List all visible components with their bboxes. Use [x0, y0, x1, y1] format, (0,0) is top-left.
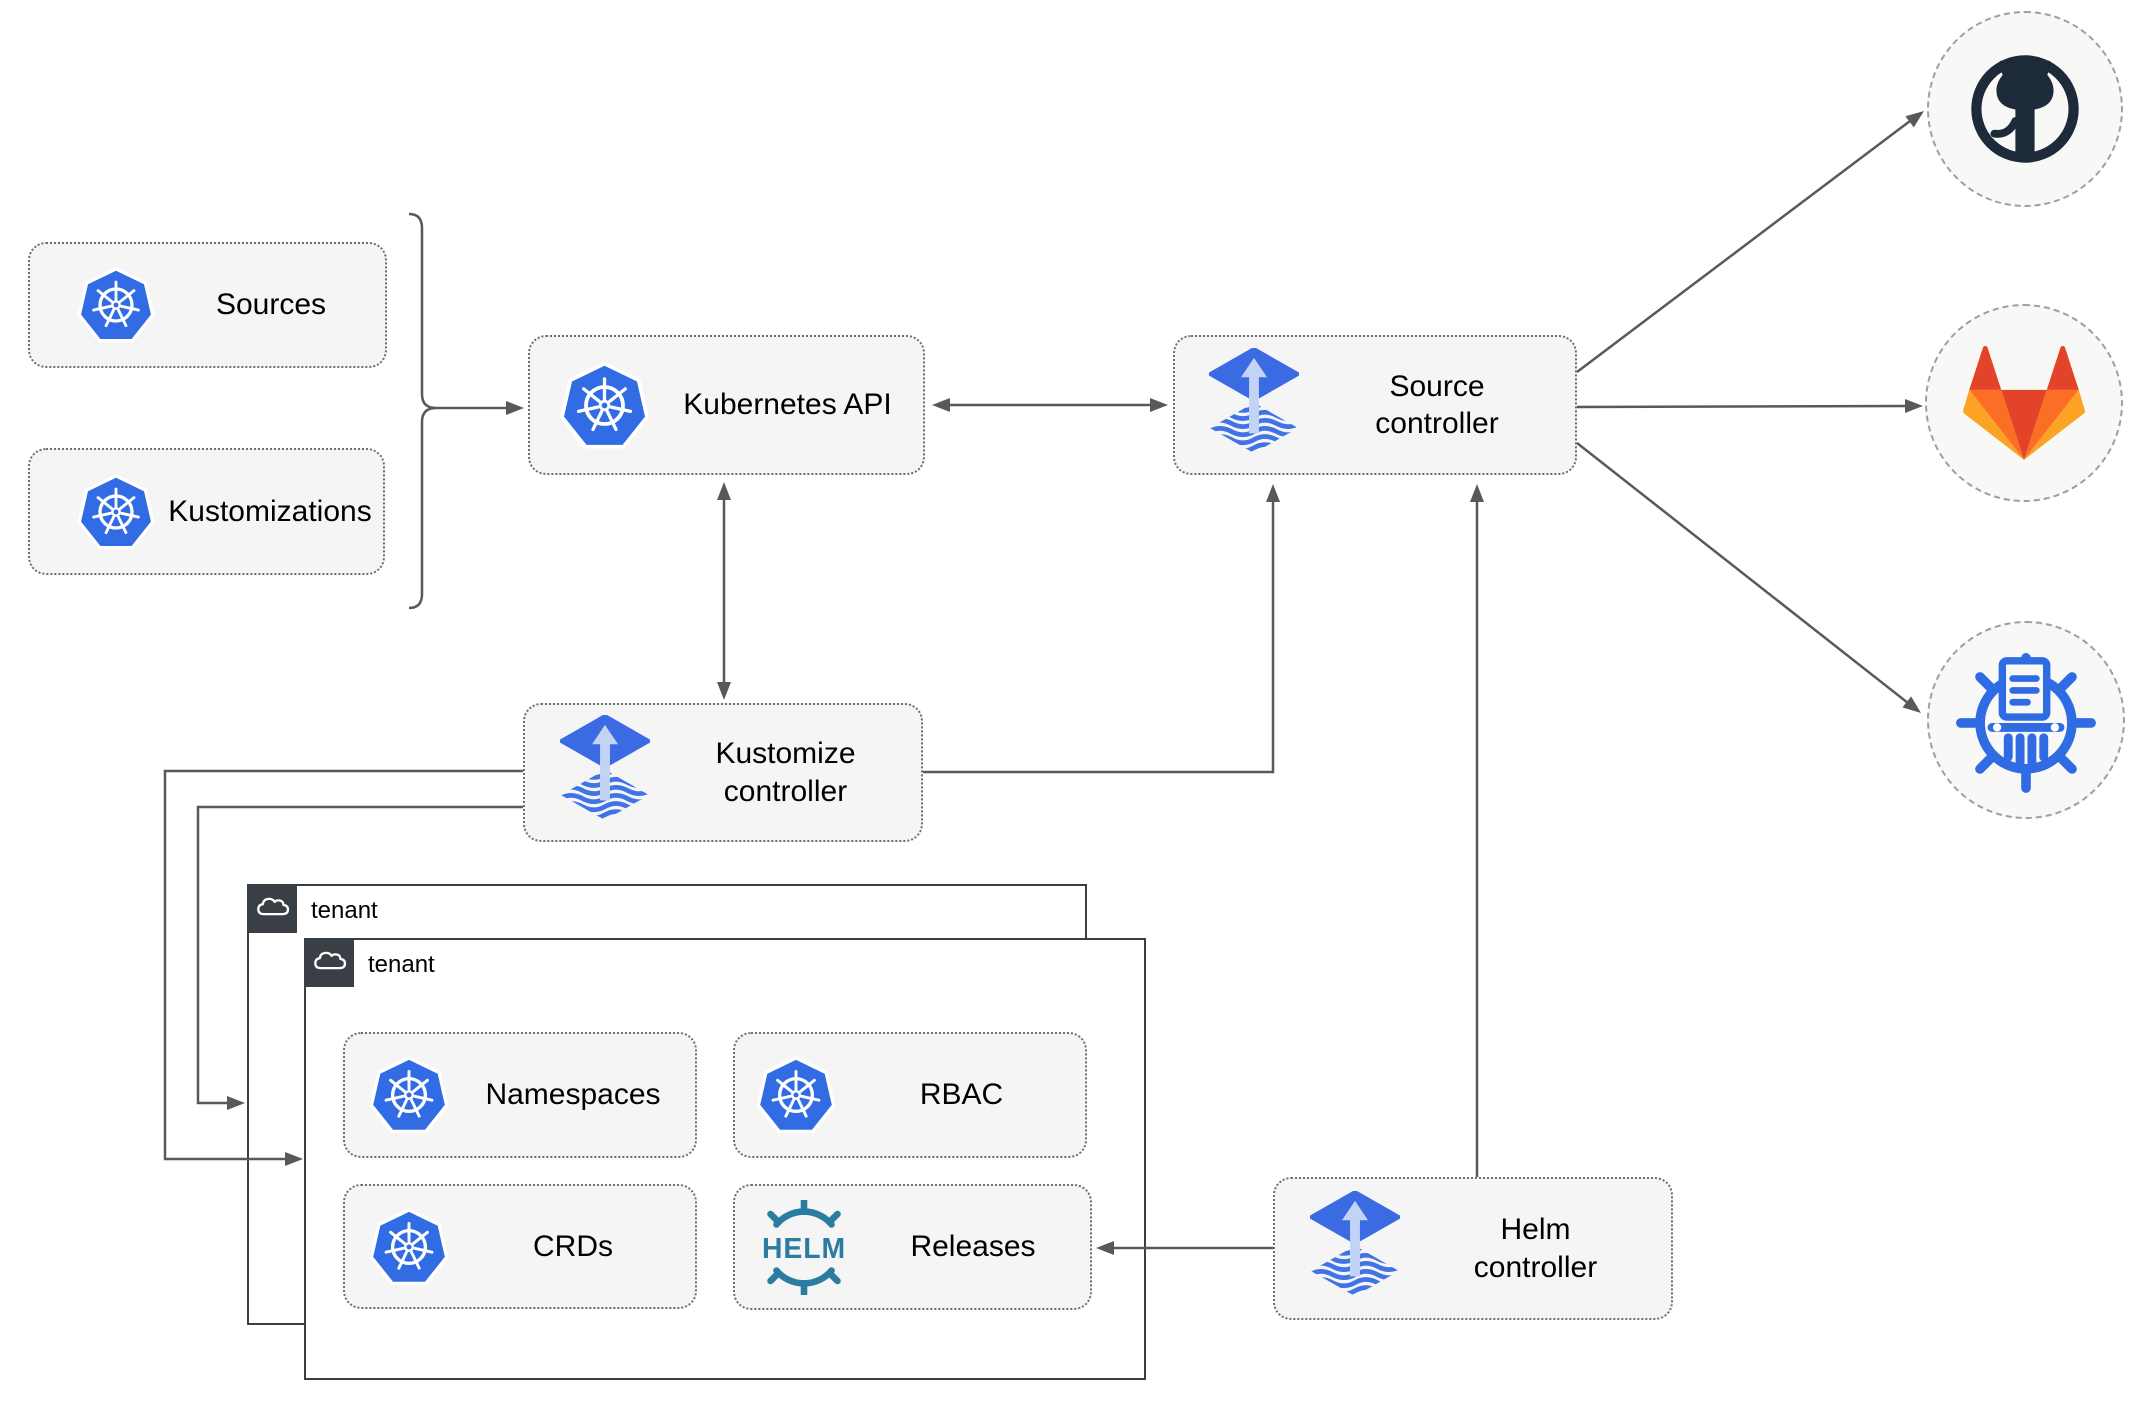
node-label: CRDs	[533, 1229, 613, 1263]
remote-gitlab	[1925, 304, 2123, 502]
node-crds: CRDs	[343, 1184, 697, 1309]
tenant-tab	[246, 883, 297, 933]
node-label: Kustomize controller	[715, 737, 856, 808]
node-label: Helm controller	[1473, 1213, 1598, 1284]
gitlab-icon	[1962, 341, 2086, 465]
tenant-tab	[303, 937, 354, 987]
node-label: Source controller	[1375, 369, 1499, 441]
remote-helm-museum	[1927, 621, 2125, 819]
tenant-label: tenant	[368, 951, 435, 978]
kubernetes-icon	[367, 1205, 451, 1289]
flux-icon	[560, 715, 650, 830]
tenant-label: tenant	[311, 897, 378, 924]
helm-logo-text: HELM	[762, 1232, 846, 1264]
node-kustomize-controller: Kustomize controller	[523, 703, 923, 842]
kubernetes-icon	[75, 471, 157, 553]
arrow-source-to-helm-museum	[1576, 442, 1909, 704]
node-label: Sources	[215, 288, 327, 322]
node-helm-controller: Helm controller	[1273, 1177, 1673, 1320]
arrow-source-to-github	[1576, 120, 1911, 373]
github-icon	[1965, 49, 2085, 169]
cloud-icon	[253, 889, 291, 927]
remote-github	[1927, 11, 2123, 207]
node-source-controller: Source controller	[1173, 335, 1577, 475]
kubernetes-icon	[367, 1053, 451, 1137]
node-sources: Sources	[28, 242, 387, 368]
flux-icon	[1310, 1191, 1400, 1306]
cloud-icon	[310, 943, 348, 981]
tenant-group-front: tenant	[303, 937, 1146, 1380]
kubernetes-icon	[754, 1053, 838, 1137]
node-label: Kubernetes API	[683, 388, 892, 422]
chartmuseum-icon	[1952, 646, 2100, 794]
node-kustomizations: Kustomizations	[28, 448, 385, 575]
node-rbac: RBAC	[733, 1032, 1087, 1158]
node-kubernetes-api: Kubernetes API	[528, 335, 925, 475]
flux-icon	[1209, 348, 1299, 463]
node-releases: HELM Releases	[733, 1184, 1092, 1310]
kubernetes-icon	[557, 358, 652, 453]
node-label: RBAC	[919, 1078, 1004, 1112]
arrow-kustomize-to-source-controller	[923, 500, 1275, 774]
kubernetes-icon	[75, 264, 157, 346]
arrow-source-to-gitlab	[1576, 404, 1908, 409]
node-label: Releases	[910, 1230, 1036, 1264]
connector-brace	[408, 212, 437, 610]
node-label: Namespaces	[485, 1078, 661, 1112]
node-namespaces: Namespaces	[343, 1032, 697, 1158]
helm-icon: HELM	[762, 1199, 846, 1295]
node-label: Kustomizations	[168, 494, 372, 528]
